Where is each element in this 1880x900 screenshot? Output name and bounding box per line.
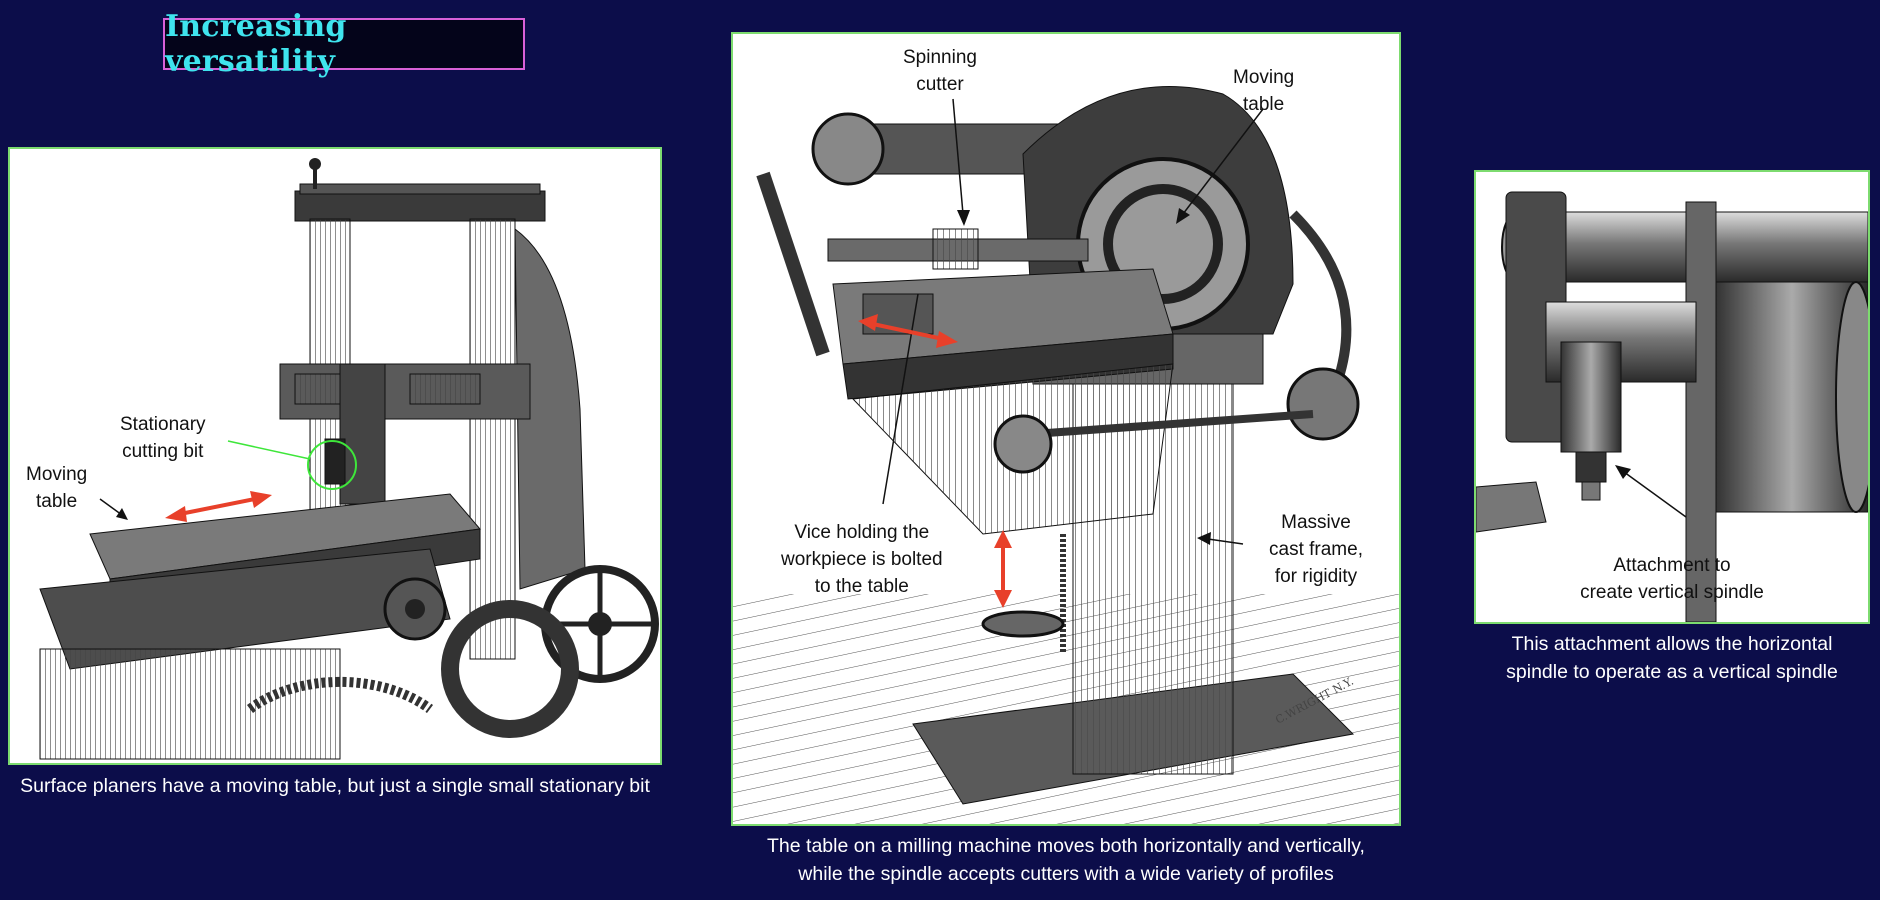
mill-label-vice-2: workpiece is bolted [781,549,943,570]
mill-illustration-panel: C.WRIGHT N.Y. Spinning cutter Moving tab… [731,32,1401,826]
mill-label-spinning-cutter-2: cutter [916,74,964,95]
mill-label-frame: Massive [1281,512,1351,533]
mill-label-spinning-cutter: Spinning [903,47,977,68]
mill-label-frame-2: cast frame, [1269,539,1363,560]
attachment-label-2: create vertical spindle [1580,582,1764,603]
planer-illustration [39,158,659,760]
mill-caption-line1: The table on a milling machine moves bot… [767,835,1365,857]
mill-caption-line2: while the spindle accepts cutters with a… [798,863,1334,885]
attachment-caption-line1: This attachment allows the horizontal [1511,633,1833,655]
planer-label-moving-table-2: table [36,491,78,512]
slide-title-box: Increasing versatility [163,9,525,79]
mill-label-moving-table: Moving [1233,67,1295,88]
mill-label-frame-3: for rigidity [1274,566,1358,587]
attachment-label: Attachment to [1613,555,1731,576]
mill-label-vice: Vice holding the [794,522,930,543]
mill-illustration: C.WRIGHT N.Y. [733,86,1399,824]
attachment-illustration [1476,191,1868,622]
planer-label-moving-table: Moving [26,464,88,485]
attachment-illustration-panel: Attachment to create vertical spindle [1474,170,1870,624]
mill-label-moving-table-2: table [1243,94,1285,115]
planer-label-stationary-bit: Stationary [120,414,206,435]
planer-caption: Surface planers have a moving table, but… [20,775,650,797]
mill-label-vice-3: to the table [814,576,909,597]
attachment-caption-line2: spindle to operate as a vertical spindle [1506,661,1838,683]
planer-label-stationary-bit-2: cutting bit [122,441,204,462]
planer-illustration-panel: Stationary cutting bit Moving table [8,147,662,765]
slide-title: Increasing versatility [165,9,347,79]
